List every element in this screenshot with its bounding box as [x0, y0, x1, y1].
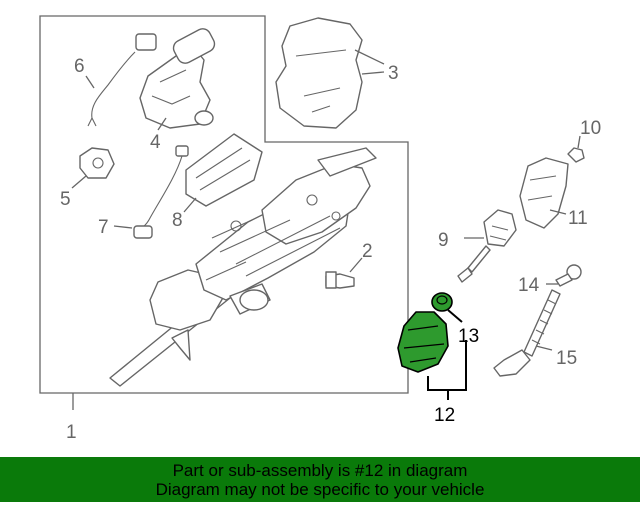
part-8-module[interactable]	[185, 133, 263, 207]
callout-2-leader	[349, 257, 363, 273]
part-9-shaft[interactable]	[457, 209, 517, 283]
callout-12: 12	[434, 405, 455, 426]
callout-10-leader	[577, 135, 581, 149]
part-4-lock-housing[interactable]	[139, 26, 217, 129]
callout-10: 10	[580, 118, 601, 139]
callout-5-leader	[71, 175, 87, 189]
callout-9: 9	[438, 230, 449, 251]
part-5-switch[interactable]	[79, 147, 115, 179]
info-banner: Part or sub-assembly is #12 in diagram D…	[0, 457, 640, 502]
part-13-grommet[interactable]	[431, 292, 453, 312]
callout-13: 13	[458, 326, 479, 347]
part-12-column-boot[interactable]	[397, 311, 449, 373]
part-15-lower-shaft[interactable]	[493, 289, 561, 377]
callout-8: 8	[172, 210, 183, 231]
part-3-column-cover[interactable]	[275, 17, 363, 129]
callout-13-leader	[447, 309, 463, 323]
callout-14: 14	[518, 275, 540, 296]
callout-3-leader-b	[361, 71, 385, 75]
callout-4: 4	[150, 132, 161, 153]
callout-1: 1	[66, 422, 77, 443]
part-7-sensor-lead[interactable]	[133, 145, 189, 239]
part-11-boot-cover[interactable]	[519, 157, 569, 229]
part-6-harness[interactable]	[87, 33, 157, 127]
callout-2: 2	[362, 241, 373, 262]
banner-line-2: Diagram may not be specific to your vehi…	[155, 479, 485, 499]
assembly-outline	[39, 15, 409, 394]
callout-15-leader	[535, 345, 553, 351]
callout-11-leader	[549, 209, 567, 215]
part-14-bolt[interactable]	[555, 264, 582, 287]
part-2-bolt[interactable]	[325, 271, 355, 289]
callout-3-leader	[354, 49, 385, 65]
callout-7: 7	[98, 217, 109, 238]
callout-8-leader	[183, 197, 197, 213]
part-10-clip[interactable]	[567, 147, 585, 163]
part-1-steering-column[interactable]	[109, 147, 377, 387]
callout-3: 3	[388, 63, 399, 84]
parts-diagram: 1 2 3 4 5 6 7 8 9 10 11 12 13 14 15	[39, 15, 601, 443]
callout-15: 15	[556, 348, 577, 369]
callout-11: 11	[568, 208, 588, 229]
callout-5: 5	[60, 189, 71, 210]
callout-4-leader	[157, 117, 167, 131]
callout-6-leader	[85, 75, 95, 89]
callout-7-leader	[113, 225, 133, 229]
banner-line-1: Part or sub-assembly is #12 in diagram	[172, 460, 468, 480]
callout-6: 6	[74, 56, 85, 77]
